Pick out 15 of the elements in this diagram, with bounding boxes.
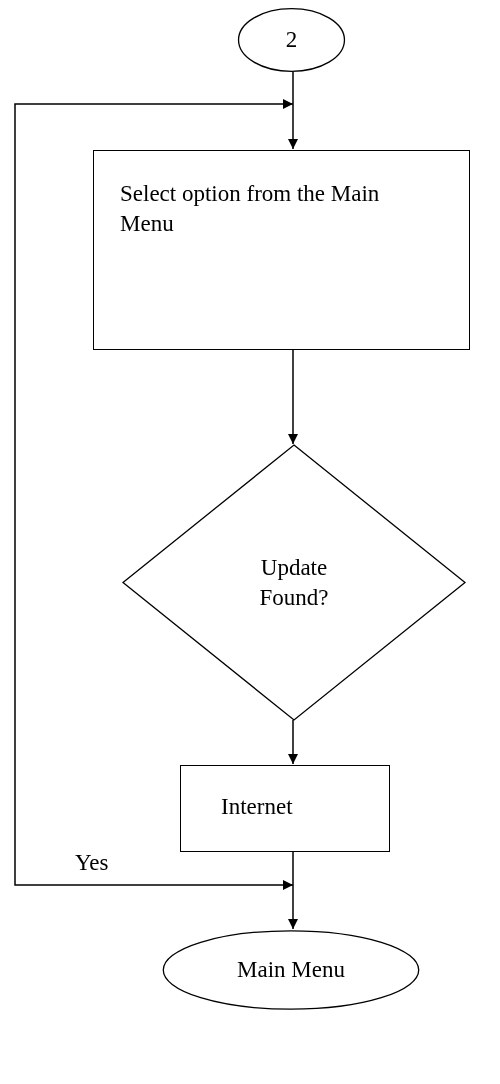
terminal-ellipse — [238, 8, 345, 72]
node-text: Update Found? — [258, 553, 330, 612]
node-text: Main Menu — [237, 956, 345, 985]
node-text: 2 — [285, 26, 298, 55]
node-text: Select option from the Main Menu — [120, 180, 381, 238]
arrow — [288, 851, 298, 930]
decision-diamond — [123, 445, 465, 720]
process-box — [180, 765, 390, 852]
process-box — [93, 150, 470, 350]
terminal-ellipse — [162, 930, 420, 1010]
arrow — [288, 349, 298, 445]
arrow — [14, 99, 294, 890]
arrow — [288, 719, 298, 765]
node-text: Internet — [221, 793, 293, 821]
arrow — [288, 71, 298, 150]
